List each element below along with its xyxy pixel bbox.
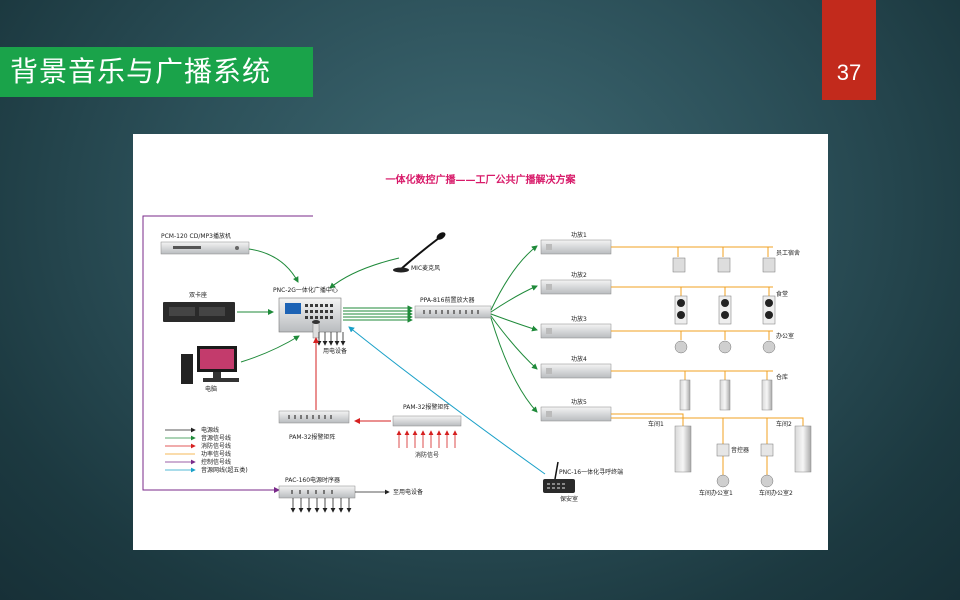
amp-1-label: 功放1 xyxy=(571,232,587,239)
sequencer-device xyxy=(278,485,356,499)
deck-label: 双卡座 xyxy=(189,292,208,299)
alarm-matrix-left-label: PAM-32报警矩阵 xyxy=(289,434,336,441)
alarm-matrix-right-device xyxy=(392,415,462,427)
zone-workshop2-label: 车间2 xyxy=(776,421,792,428)
workshop-speakers xyxy=(674,425,812,473)
office-speakers xyxy=(674,340,776,354)
amp-3-label: 功放3 xyxy=(571,316,587,323)
sequencer-label: PAC-160电源时序器 xyxy=(285,477,341,484)
page-number: 37 xyxy=(836,60,862,85)
legend-item: 音源网线(超五类) xyxy=(201,467,248,474)
workshop-office2-label: 车间办公室2 xyxy=(759,490,793,497)
diagram-graphics xyxy=(142,215,812,513)
amp-4-device xyxy=(540,363,612,379)
computer-device xyxy=(181,346,239,384)
amp-3-device xyxy=(540,323,612,339)
amp-5-device xyxy=(540,406,612,422)
legend-item: 消防信号线 xyxy=(201,443,232,450)
workshop-office1-label: 车间办公室1 xyxy=(699,490,733,497)
dorm-speakers xyxy=(672,257,776,273)
fire-signal-arrows xyxy=(396,430,458,448)
deck-device xyxy=(163,302,235,322)
legend-item: 功率信号线 xyxy=(201,451,232,458)
volume-controls xyxy=(716,443,774,457)
page-number-tab: 37 xyxy=(822,0,876,100)
zone-canteen-label: 食堂 xyxy=(776,291,789,298)
center-label: PNC-2G一体化广播中心 xyxy=(273,287,338,294)
amp-1-device xyxy=(540,239,612,255)
zone-dorm-label: 员工宿舍 xyxy=(776,250,801,257)
zone-workshop1-label: 车间1 xyxy=(648,421,664,428)
amp-4-label: 功放4 xyxy=(571,356,587,363)
legend-item: 电源线 xyxy=(201,427,220,434)
fire-signal-label: 消防信号 xyxy=(415,452,440,459)
security-room-label: 保安室 xyxy=(560,496,579,503)
broadcast-center-device xyxy=(278,297,342,339)
paging-station-device xyxy=(543,461,575,493)
cd-player-device xyxy=(160,241,250,255)
diagram-panel: 一体化数控广播——工厂公共广播解决方案 PCM-120 CD/MP3播放机 双卡… xyxy=(133,134,828,550)
preamp-device xyxy=(414,305,492,319)
zone-office-label: 办公室 xyxy=(776,333,795,340)
computer-label: 电脑 xyxy=(205,386,218,393)
amp-5-label: 功放5 xyxy=(571,399,587,406)
zone-warehouse-label: 仓库 xyxy=(776,374,789,381)
microphone-device xyxy=(393,232,446,273)
cd-player-label: PCM-120 CD/MP3播放机 xyxy=(161,233,231,240)
mic-label: MIC麦克风 xyxy=(411,265,441,272)
control-line xyxy=(142,215,313,493)
workshop-office-speakers xyxy=(716,474,774,488)
canteen-speakers xyxy=(674,295,776,325)
warehouse-speakers xyxy=(679,379,773,411)
alarm-matrix-device xyxy=(278,410,350,424)
to-equipment-label: 至用电设备 xyxy=(393,489,424,496)
diagram-title: 一体化数控广播——工厂公共广播解决方案 xyxy=(385,175,576,186)
alarm-matrix-top-label: PAM-32报警矩阵 xyxy=(403,404,450,411)
paging-station-label: PNC-16一体化寻呼终端 xyxy=(559,469,624,476)
legend-item: 音源信号线 xyxy=(201,435,232,442)
amp-2-device xyxy=(540,279,612,295)
legend-lines xyxy=(165,427,196,473)
slide-title: 背景音乐与广播系统 xyxy=(0,47,313,97)
legend-item: 控制信号线 xyxy=(201,459,232,466)
power-equipment-label: 用电设备 xyxy=(323,348,348,355)
volume-ctrl-label: 音控器 xyxy=(731,447,750,454)
amp-2-label: 功放2 xyxy=(571,272,587,279)
preamp-label: PPA-816前置放大器 xyxy=(420,297,475,304)
